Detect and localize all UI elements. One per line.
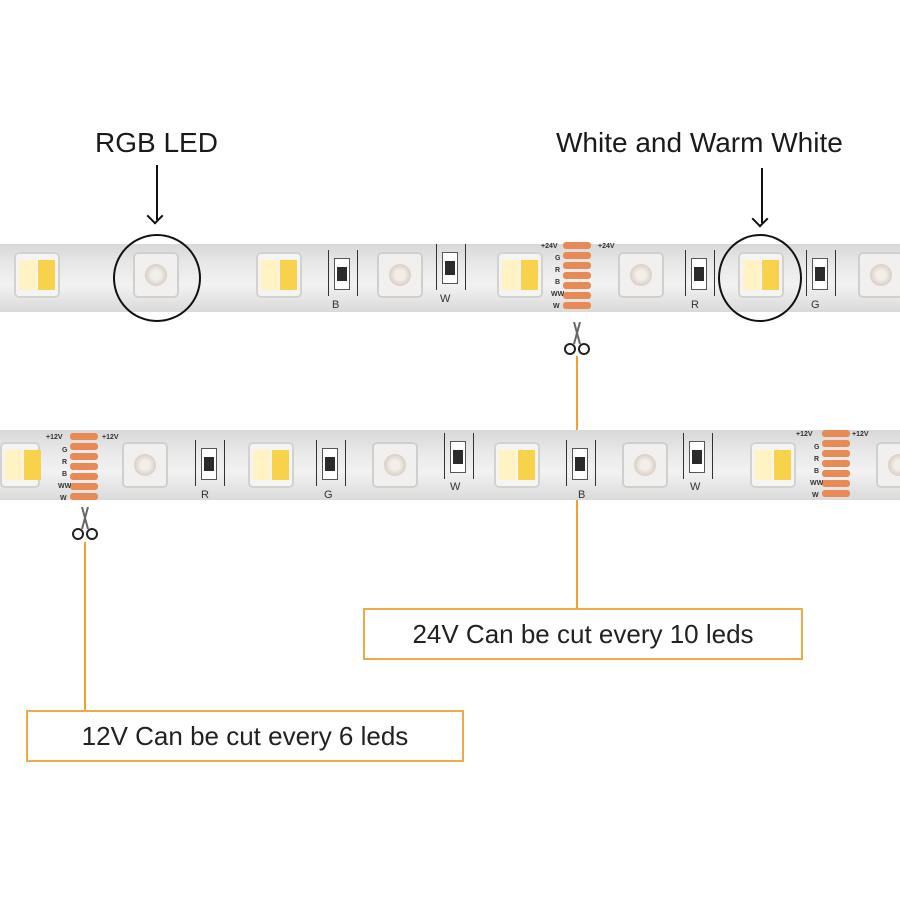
pad-row-label: W <box>553 303 560 310</box>
pad-row-label: G <box>814 444 820 451</box>
resistor-frame <box>444 433 474 479</box>
warm-white-led <box>494 442 540 488</box>
pad-label-right: +24V <box>598 243 615 250</box>
resistor-frame <box>566 440 596 486</box>
rgb-led-highlight-circle <box>113 234 201 322</box>
scissors-icon <box>564 322 590 355</box>
pad-row-label: R <box>62 459 68 466</box>
pad-row-label: R <box>555 267 561 274</box>
rgb-led <box>858 252 900 298</box>
solder-pads <box>70 433 98 503</box>
resistor-label: R <box>691 299 699 311</box>
resistor-frame <box>685 250 715 296</box>
pad-row-label: WW <box>58 483 72 490</box>
rgb-led-arrow <box>156 165 158 220</box>
resistor-label: B <box>578 489 586 501</box>
resistor-label: W <box>690 481 701 493</box>
solder-pads <box>822 430 850 500</box>
cut-24v-callout: 24V Can be cut every 10 leds <box>363 608 803 660</box>
pad-row-label: WW <box>810 480 824 487</box>
resistor <box>691 258 707 290</box>
resistor <box>689 441 705 473</box>
resistor-label: W <box>450 481 461 493</box>
warm-white-led <box>14 252 60 298</box>
cut-12v-callout: 12V Can be cut every 6 leds <box>26 710 464 762</box>
resistor <box>201 448 217 480</box>
resistor <box>334 258 350 290</box>
resistor-frame <box>806 250 836 296</box>
resistor <box>812 258 828 290</box>
resistor-label: R <box>201 489 209 501</box>
rgb-led <box>377 252 423 298</box>
cut-line-12v <box>84 542 86 712</box>
rgb-led <box>876 442 900 488</box>
pad-row-label: R <box>814 456 820 463</box>
resistor-frame <box>195 440 225 486</box>
resistor <box>450 441 466 473</box>
white-warm-white-label: White and Warm White <box>556 127 843 158</box>
white-led-highlight-circle <box>718 234 802 322</box>
resistor-label: W <box>440 293 451 305</box>
resistor-label: B <box>332 299 340 311</box>
pad-row-label: G <box>555 255 561 262</box>
warm-white-led <box>750 442 796 488</box>
pad-label-left: +12V <box>46 434 63 441</box>
rgb-led <box>618 252 664 298</box>
pad-row-label: W <box>812 492 819 499</box>
resistor <box>322 448 338 480</box>
warm-white-led <box>497 252 543 298</box>
pad-row-label: B <box>62 471 68 478</box>
resistor-frame <box>683 433 713 479</box>
resistor-label: G <box>811 299 820 311</box>
resistor <box>572 448 588 480</box>
resistor <box>442 252 458 284</box>
pad-label-left: +12V <box>796 431 813 438</box>
pad-row-label: B <box>555 279 561 286</box>
warm-white-led <box>256 252 302 298</box>
pad-label-right: +12V <box>102 434 119 441</box>
pad-row-label: B <box>814 468 820 475</box>
pad-label-right: +12V <box>852 431 869 438</box>
rgb-led <box>622 442 668 488</box>
resistor-frame <box>328 250 358 296</box>
solder-pads <box>563 242 591 312</box>
rgb-led <box>372 442 418 488</box>
resistor-frame <box>316 440 346 486</box>
scissors-icon <box>72 507 98 540</box>
warm-white-led <box>248 442 294 488</box>
pad-label-left: +24V <box>541 243 558 250</box>
pad-row-label: W <box>60 495 67 502</box>
white-warm-arrow <box>761 168 763 223</box>
warm-white-led <box>0 442 41 488</box>
pad-row-label: G <box>62 447 68 454</box>
rgb-led <box>122 442 168 488</box>
pad-row-label: WW <box>551 291 565 298</box>
rgb-led-label: RGB LED <box>95 127 218 158</box>
resistor-label: G <box>324 489 333 501</box>
resistor-frame <box>436 244 466 290</box>
